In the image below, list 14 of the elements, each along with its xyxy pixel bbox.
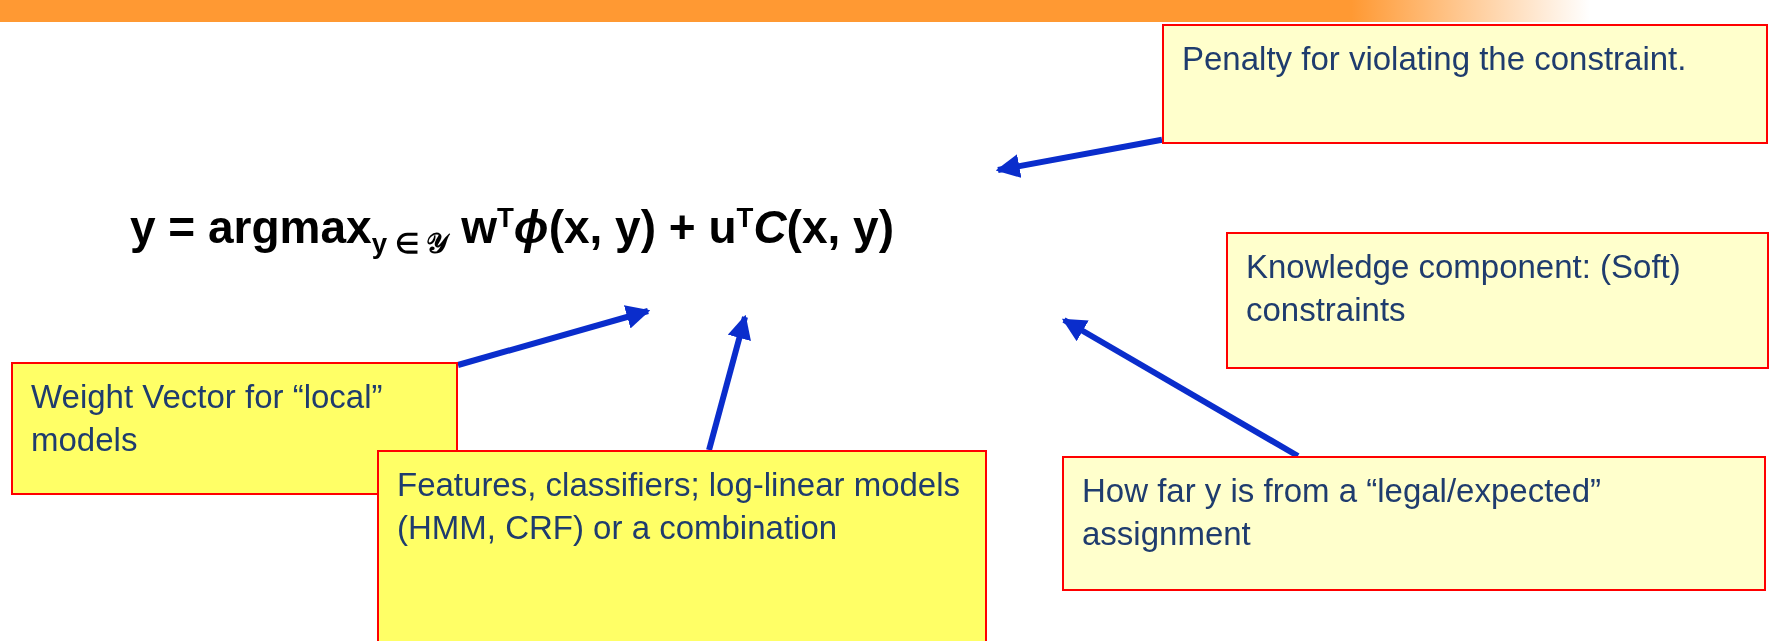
callout-box [1162, 24, 1768, 144]
arrow [1061, 317, 1300, 459]
arrow [457, 305, 651, 368]
formula: y = argmax$_{y ∈ 𝒴}$ w$^{T}$ϕ(x, y) + u$^{T}$C(x, y) [130, 200, 894, 262]
callout-text: Knowledge component: (Soft) constraints [1246, 247, 1682, 330]
callout-box [1062, 456, 1766, 591]
callout-box [1226, 232, 1769, 369]
arrow [995, 136, 1163, 178]
callout-box [377, 450, 987, 641]
callout-text: Features, classifiers; log-linear models (HMM, CRF) or a combination [397, 465, 962, 548]
callout-text: Penalty for violating the constraint. [1182, 39, 1688, 79]
callout-text: How far y is from a “legal/expected” assignment [1082, 471, 1603, 554]
arrow [706, 314, 751, 451]
callout-text: Weight Vector for “local” models [31, 377, 384, 460]
